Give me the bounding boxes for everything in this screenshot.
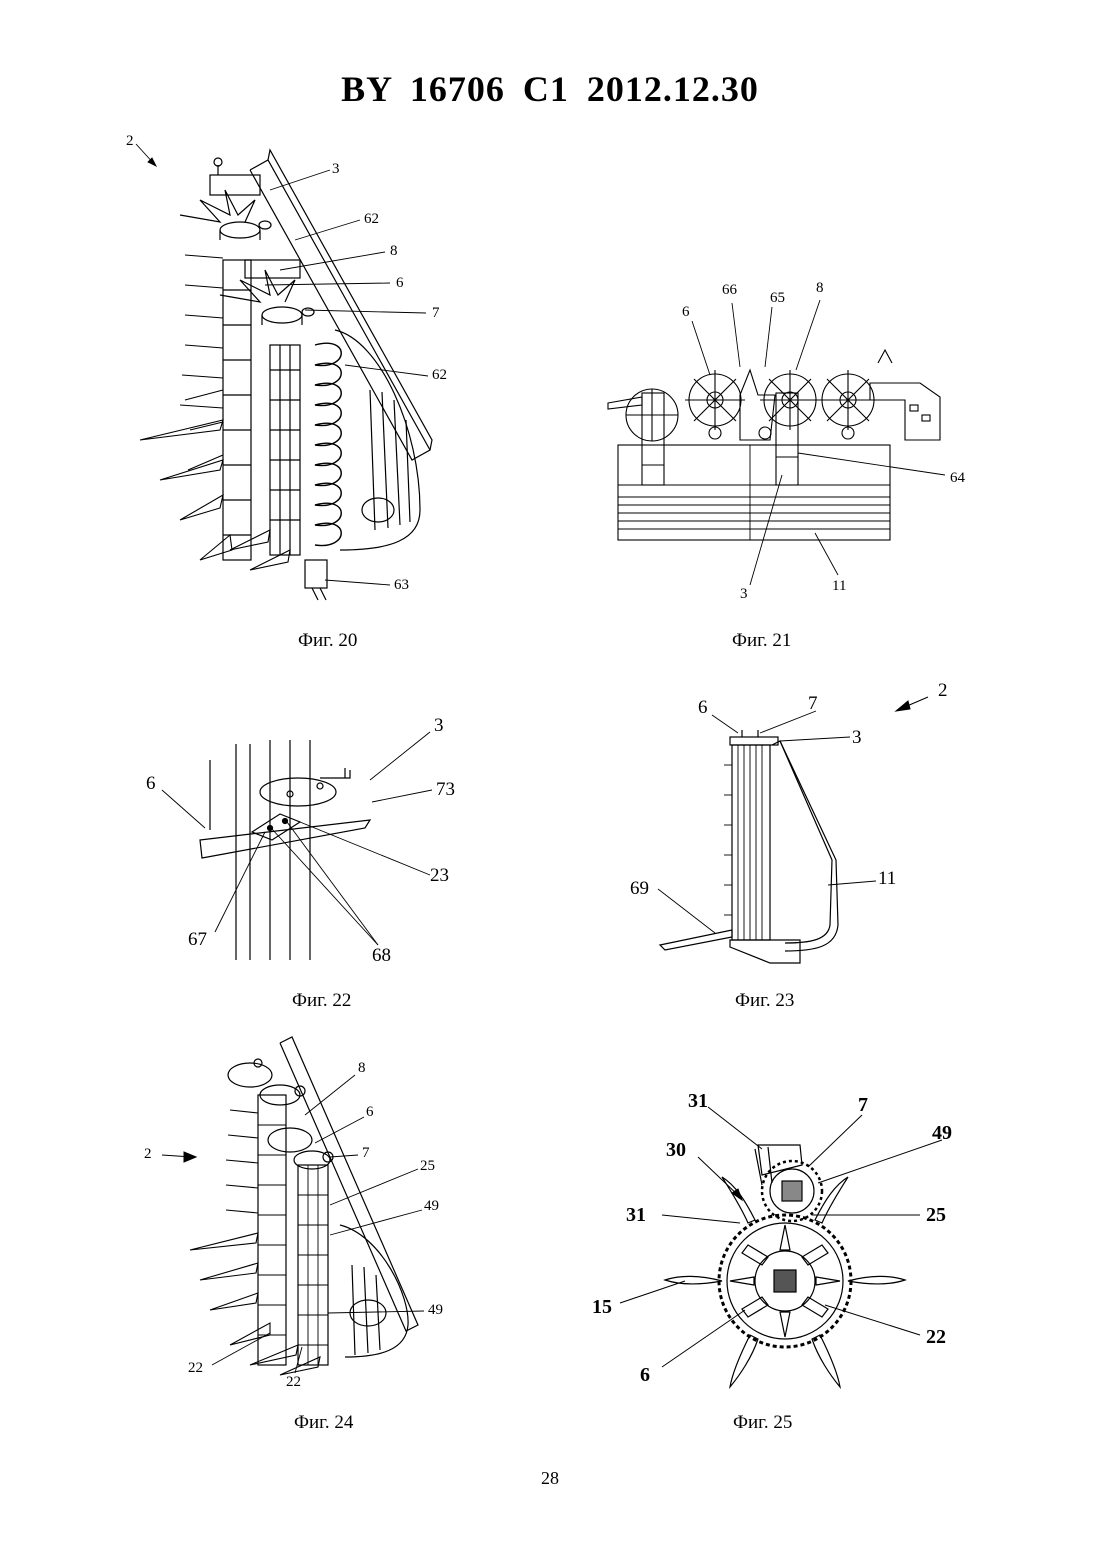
fig22-label-6: 6 [146, 774, 156, 793]
fig23-label-11: 11 [878, 869, 896, 888]
figure-22-caption: Фиг. 22 [292, 990, 351, 1012]
figure-20-caption: Фиг. 20 [298, 630, 357, 652]
fig20-label-2: 2 [126, 134, 134, 149]
fig21-label-66: 66 [722, 283, 737, 298]
fig21-label-11: 11 [832, 579, 846, 594]
fig24-label-6: 6 [366, 1105, 374, 1120]
figure-22: 3 6 73 23 67 68 [140, 710, 480, 980]
figure-21-caption: Фиг. 21 [732, 630, 791, 652]
fig22-label-23: 23 [430, 866, 449, 885]
fig21-label-8: 8 [816, 281, 824, 296]
fig25-label-15: 15 [592, 1297, 612, 1317]
fig20-label-8: 8 [390, 244, 398, 259]
document-header: BY 16706 C1 2012.12.30 [0, 68, 1100, 110]
fig23-label-2: 2 [938, 681, 948, 700]
figure-23-drawing [620, 675, 980, 975]
fig24-label-49a: 49 [424, 1199, 439, 1214]
fig25-label-31a: 31 [688, 1091, 708, 1111]
fig20-label-7: 7 [432, 306, 440, 321]
fig23-label-7: 7 [808, 694, 818, 713]
fig22-label-73: 73 [436, 780, 455, 799]
fig20-label-62b: 62 [432, 368, 447, 383]
fig22-label-3: 3 [434, 716, 444, 735]
figure-25-drawing [590, 1085, 990, 1395]
fig24-label-49b: 49 [428, 1303, 443, 1318]
fig24-label-22b: 22 [286, 1375, 301, 1390]
fig23-label-69: 69 [630, 879, 649, 898]
fig25-label-7: 7 [858, 1095, 868, 1115]
fig24-label-2: 2 [144, 1147, 152, 1162]
figure-23: 2 6 7 3 11 69 [620, 675, 980, 975]
fig24-label-22a: 22 [188, 1361, 203, 1376]
fig21-label-3: 3 [740, 587, 748, 602]
fig25-label-31b: 31 [626, 1205, 646, 1225]
fig25-label-22: 22 [926, 1327, 946, 1347]
fig24-label-25: 25 [420, 1159, 435, 1174]
fig25-label-25: 25 [926, 1205, 946, 1225]
fig23-label-3: 3 [852, 728, 862, 747]
figure-23-caption: Фиг. 23 [735, 990, 794, 1012]
figure-21: 66 65 8 6 64 3 11 [600, 275, 980, 605]
fig24-label-8: 8 [358, 1061, 366, 1076]
figure-21-drawing [600, 275, 980, 605]
figure-24-drawing [140, 1035, 480, 1395]
fig21-label-64: 64 [950, 471, 965, 486]
figure-24: 8 6 2 7 25 49 49 22 22 [140, 1035, 480, 1395]
figure-25-caption: Фиг. 25 [733, 1412, 792, 1434]
figure-24-caption: Фиг. 24 [294, 1412, 353, 1434]
fig20-label-6: 6 [396, 276, 404, 291]
fig20-label-3: 3 [332, 162, 340, 177]
figure-25: 31 7 49 30 31 25 15 22 6 [590, 1085, 990, 1395]
fig20-label-63: 63 [394, 578, 409, 593]
fig21-label-65: 65 [770, 291, 785, 306]
fig25-label-30: 30 [666, 1140, 686, 1160]
fig23-label-6: 6 [698, 698, 708, 717]
fig25-label-49: 49 [932, 1123, 952, 1143]
fig21-label-6: 6 [682, 305, 690, 320]
fig20-label-62a: 62 [364, 212, 379, 227]
fig22-label-67: 67 [188, 930, 207, 949]
page-number: 28 [0, 1468, 1100, 1489]
fig24-label-7: 7 [362, 1146, 370, 1161]
figure-20-drawing [120, 130, 480, 610]
figure-20: 2 3 62 8 6 7 62 63 [120, 130, 480, 610]
fig22-label-68: 68 [372, 946, 391, 965]
fig25-label-6: 6 [640, 1365, 650, 1385]
